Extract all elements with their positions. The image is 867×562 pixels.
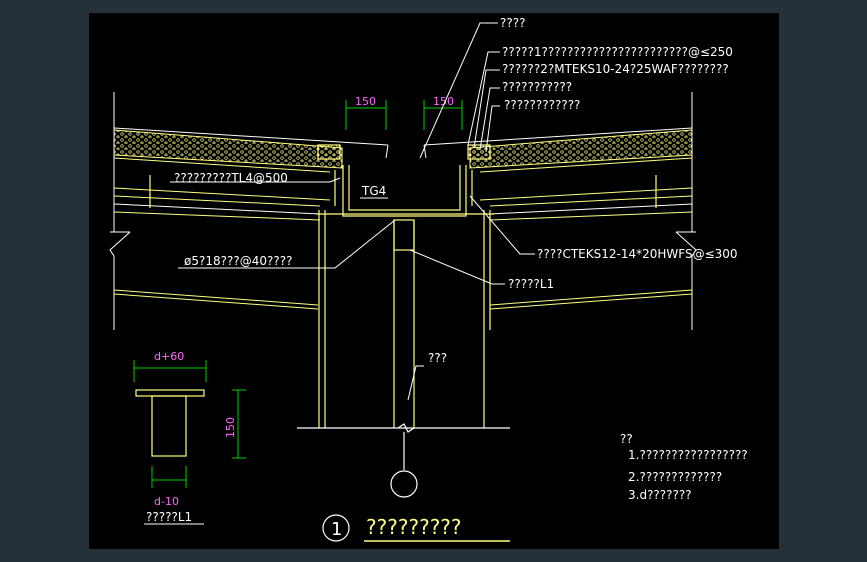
label-tl4: ?????????TL4@500 bbox=[174, 171, 288, 185]
dim-width-bottom: d-10 bbox=[154, 495, 179, 508]
label-phi: ø5?18???@40???? bbox=[184, 254, 292, 268]
gutter bbox=[149, 144, 657, 217]
gap-dimensions bbox=[345, 100, 463, 130]
lower-beams bbox=[113, 289, 693, 310]
title-text: ????????? bbox=[366, 515, 462, 539]
column bbox=[297, 210, 510, 498]
detail-l1 bbox=[135, 389, 205, 457]
dim-width-top: d+60 bbox=[154, 350, 184, 363]
leader-lines bbox=[170, 22, 535, 401]
detail-caption: ?????L1 bbox=[146, 510, 192, 524]
notes-title: ?? bbox=[620, 432, 633, 446]
note-item-1: 1.????????????????? bbox=[628, 448, 748, 462]
note-item-2: 2.????????????? bbox=[628, 470, 722, 484]
title-circle bbox=[322, 514, 350, 542]
label-note-c: ??????????? bbox=[502, 80, 572, 94]
label-column: ??? bbox=[428, 351, 447, 365]
right-roof-panel bbox=[423, 92, 697, 330]
dim-gap-left: 150 bbox=[355, 95, 376, 108]
note-item-3: 3.d??????? bbox=[628, 488, 692, 502]
title-number: 1 bbox=[331, 519, 342, 540]
drawing-canvas bbox=[89, 13, 779, 549]
label-note-a: ?????1???????????????????????@≤250 bbox=[502, 45, 733, 59]
dim-gap-right: 150 bbox=[433, 95, 454, 108]
label-l1: ?????L1 bbox=[508, 277, 554, 291]
label-tg4: TG4 bbox=[361, 184, 386, 198]
label-note-d: ???????????? bbox=[504, 98, 580, 112]
detail-dimensions bbox=[133, 360, 246, 488]
label-top: ???? bbox=[500, 16, 525, 30]
label-ctek: ????CTEKS12-14*20HWFS@≤300 bbox=[537, 247, 738, 261]
dim-height: 150 bbox=[224, 417, 237, 438]
label-note-b: ??????2?MTEKS10-24?25WAF???????? bbox=[502, 62, 729, 76]
